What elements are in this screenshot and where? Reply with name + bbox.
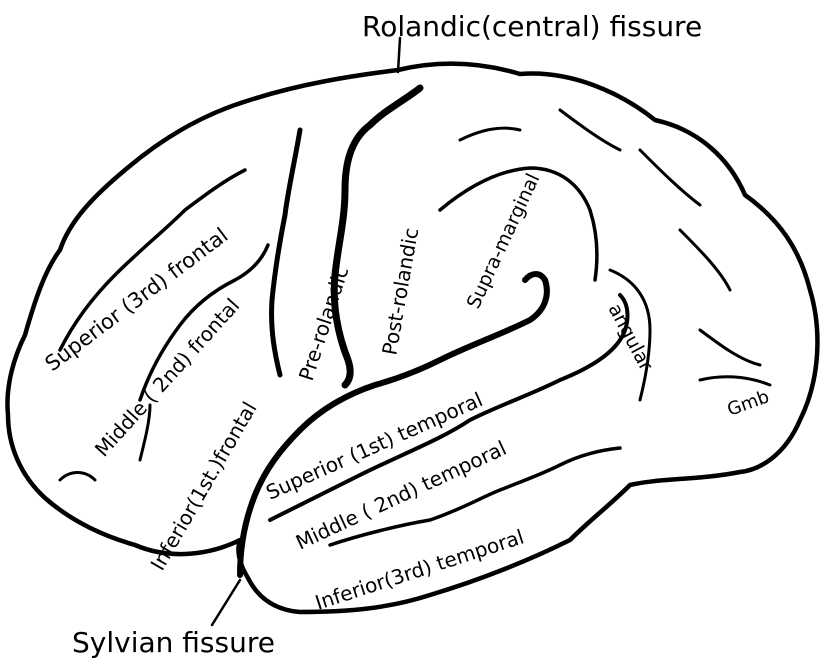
gmb-outline [700, 377, 770, 385]
occipital-sulcus-1 [640, 150, 700, 205]
label-gmb: Gmb [725, 386, 773, 420]
brain-outline [7, 64, 817, 612]
label-superior-temporal: Superior (1st) temporal [262, 387, 486, 504]
precentral-sulcus [272, 130, 300, 375]
label-post-rolandic: Post-rolandic [377, 226, 423, 357]
label-sylvian-fissure: Sylvian fissure [72, 626, 275, 659]
sylvian-leader [212, 580, 240, 625]
rolandic-leader [398, 38, 400, 72]
label-supra-marginal: Supra-marginal [463, 170, 545, 312]
parietal-sulcus-1 [460, 128, 520, 140]
label-pre-rolandic: Pre-rolandic [294, 263, 354, 383]
parietal-sulcus-2 [560, 110, 620, 150]
occipital-sulcus-3 [700, 330, 760, 365]
label-rolandic-fissure: Rolandic(central) fissure [362, 10, 702, 43]
occipital-sulcus-2 [680, 230, 730, 290]
frontal-branch-2 [60, 473, 95, 481]
label-inferior-temporal: Inferior(3rd) temporal [312, 525, 527, 615]
